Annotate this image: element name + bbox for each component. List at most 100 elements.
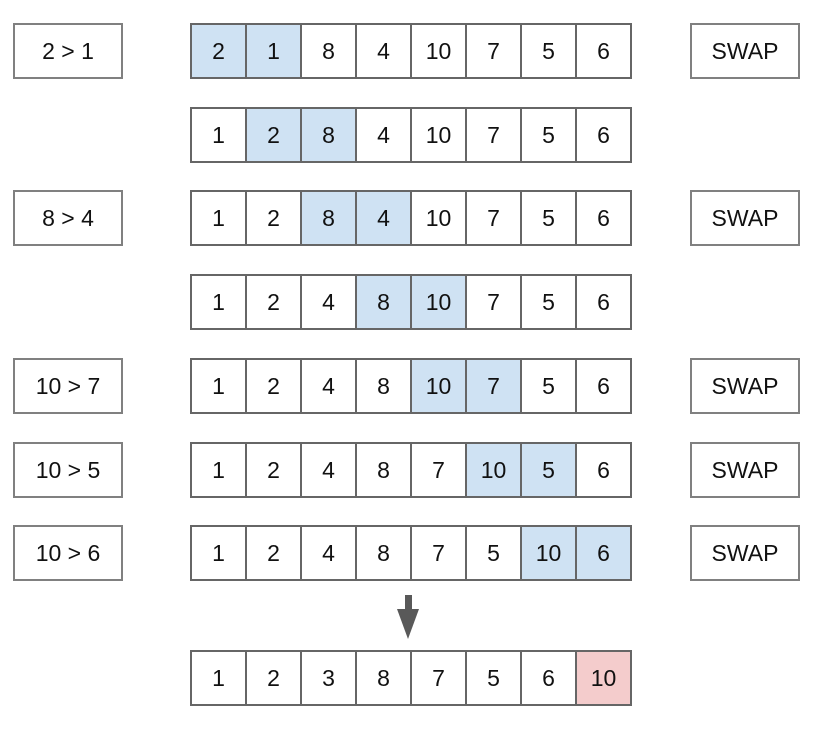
step6-cell-5-highlighted: 10 [465,442,522,498]
step1-cell-5: 7 [465,23,522,79]
comparison-label-box: 2 > 1 [13,23,123,79]
swap-label: SWAP [711,372,779,399]
step5-cell-5-highlighted: 7 [465,358,522,414]
step7-cell-4: 7 [410,525,467,581]
step7-cell-7-highlighted: 6 [575,525,632,581]
step3-cell-4: 10 [410,190,467,246]
comparison-label: 8 > 4 [42,204,94,231]
step3-cell-1: 2 [245,190,302,246]
step1-cell-0-highlighted: 2 [190,23,247,79]
step2-cell-0: 1 [190,107,247,163]
step4-cell-6: 5 [520,274,577,330]
step4-cell-7: 6 [575,274,632,330]
step2-cell-4: 10 [410,107,467,163]
step7-cell-2: 4 [300,525,357,581]
step1-cell-6: 5 [520,23,577,79]
final-cell-3: 8 [355,650,412,706]
step5-cell-1: 2 [245,358,302,414]
swap-label: SWAP [711,204,779,231]
step5-cell-2: 4 [300,358,357,414]
final-cell-6: 6 [520,650,577,706]
swap-label-box: SWAP [690,525,800,581]
step5-cell-4-highlighted: 10 [410,358,467,414]
step2-cell-2-highlighted: 8 [300,107,357,163]
step3-cell-7: 6 [575,190,632,246]
comparison-label: 10 > 7 [35,372,101,399]
step5-cell-3: 8 [355,358,412,414]
step1-cell-3: 4 [355,23,412,79]
step7-cell-5: 5 [465,525,522,581]
step4-cell-4-highlighted: 10 [410,274,467,330]
step2-cell-5: 7 [465,107,522,163]
swap-label-box: SWAP [690,442,800,498]
step6-cell-7: 6 [575,442,632,498]
final-cell-5: 5 [465,650,522,706]
step1-cell-1-highlighted: 1 [245,23,302,79]
comparison-label-box: 10 > 5 [13,442,123,498]
step4-cell-2: 4 [300,274,357,330]
step2-cell-7: 6 [575,107,632,163]
step7-cell-0: 1 [190,525,247,581]
step3-cell-3-highlighted: 4 [355,190,412,246]
comparison-label-box: 8 > 4 [13,190,123,246]
step3-cell-0: 1 [190,190,247,246]
swap-label: SWAP [711,456,779,483]
step7-cell-6-highlighted: 10 [520,525,577,581]
step6-cell-2: 4 [300,442,357,498]
step1-cell-2: 8 [300,23,357,79]
step5-cell-0: 1 [190,358,247,414]
step4-cell-1: 2 [245,274,302,330]
swap-label: SWAP [711,37,779,64]
step6-cell-6-highlighted: 5 [520,442,577,498]
comparison-label-box: 10 > 7 [13,358,123,414]
step4-cell-5: 7 [465,274,522,330]
down-arrow-icon [390,595,426,639]
step6-cell-4: 7 [410,442,467,498]
swap-label-box: SWAP [690,358,800,414]
final-cell-4: 7 [410,650,467,706]
swap-label: SWAP [711,539,779,566]
final-cell-7-highlighted: 10 [575,650,632,706]
comparison-label-box: 10 > 6 [13,525,123,581]
final-cell-2: 3 [300,650,357,706]
step1-cell-7: 6 [575,23,632,79]
down-arrow-head [397,609,419,639]
step2-cell-3: 4 [355,107,412,163]
step3-cell-5: 7 [465,190,522,246]
step6-cell-0: 1 [190,442,247,498]
final-cell-1: 2 [245,650,302,706]
down-arrow-stem [404,595,412,609]
final-cell-0: 1 [190,650,247,706]
step3-cell-2-highlighted: 8 [300,190,357,246]
step2-cell-1-highlighted: 2 [245,107,302,163]
swap-label-box: SWAP [690,23,800,79]
step5-cell-7: 6 [575,358,632,414]
step1-cell-4: 10 [410,23,467,79]
step2-cell-6: 5 [520,107,577,163]
step6-cell-1: 2 [245,442,302,498]
step5-cell-6: 5 [520,358,577,414]
swap-label-box: SWAP [690,190,800,246]
step4-cell-3-highlighted: 8 [355,274,412,330]
step7-cell-3: 8 [355,525,412,581]
comparison-label: 10 > 6 [35,539,101,566]
step7-cell-1: 2 [245,525,302,581]
step6-cell-3: 8 [355,442,412,498]
